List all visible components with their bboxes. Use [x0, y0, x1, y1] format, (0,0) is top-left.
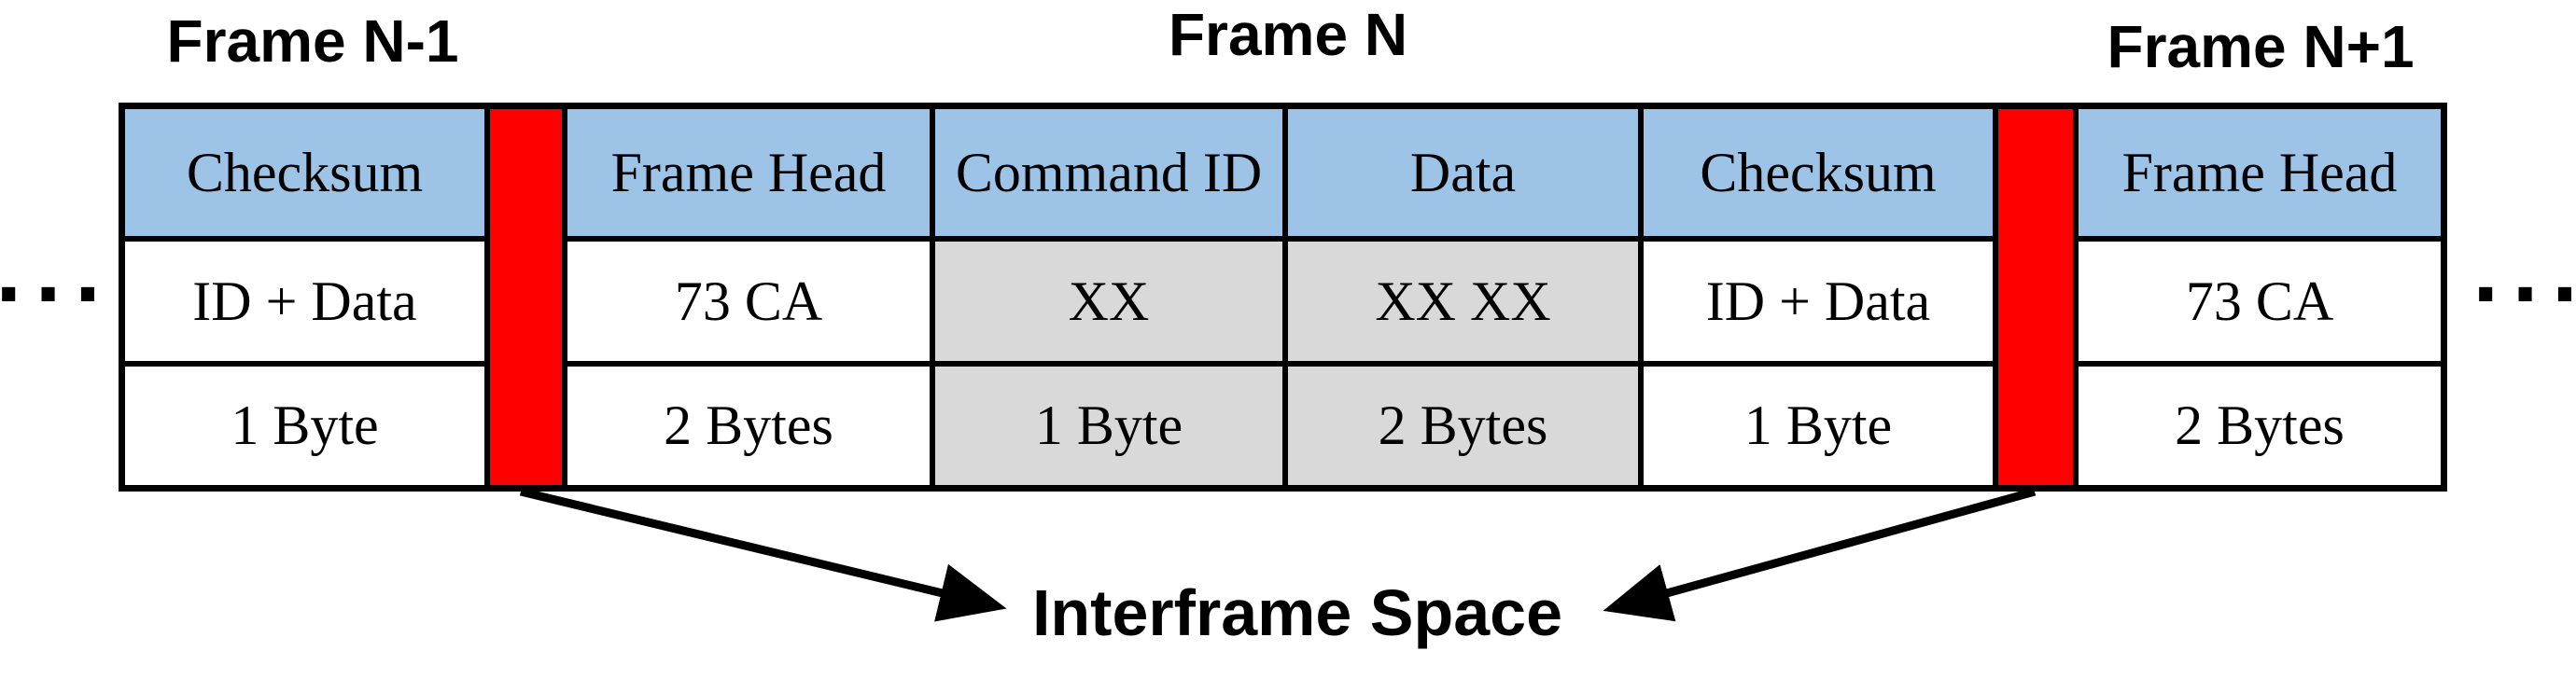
interframe-arrow-right-icon [1603, 487, 2037, 622]
field-value-frame-head: 73 CA [567, 242, 930, 361]
field-header-frame-head: Frame Head [567, 109, 930, 236]
interframe-space-label: Interframe Space [1031, 576, 1563, 649]
interframe-arrow-left-icon [519, 487, 1007, 622]
continuation-ellipsis-left-icon: ... [0, 232, 114, 319]
frame-label-n-minus-1: Frame N-1 [166, 7, 459, 75]
field-header-checksum-right: Checksum [1644, 109, 1993, 236]
interframe-gap-bar-right [1998, 109, 2073, 485]
field-size-checksum-right: 1 Byte [1644, 367, 1993, 485]
field-size-command-id: 1 Byte [935, 367, 1282, 485]
field-value-frame-head-next: 73 CA [2079, 242, 2441, 361]
field-value-checksum-right: ID + Data [1644, 242, 1993, 361]
field-size-frame-head-next: 2 Bytes [2079, 367, 2441, 485]
field-size-frame-head: 2 Bytes [567, 367, 930, 485]
field-header-command-id: Command ID [935, 109, 1282, 236]
frame-label-n: Frame N [1168, 1, 1408, 68]
field-value-checksum-left: ID + Data [125, 242, 484, 361]
interframe-gap-bar-left [490, 109, 562, 485]
frame-fields-table: Checksum ID + Data 1 Byte Frame Head 73 … [119, 103, 2447, 492]
field-size-data: 2 Bytes [1288, 367, 1638, 485]
field-value-command-id: XX [935, 242, 1282, 361]
field-size-checksum-left: 1 Byte [125, 367, 484, 485]
field-header-data: Data [1288, 109, 1638, 236]
field-header-frame-head-next: Frame Head [2079, 109, 2441, 236]
frame-label-n-plus-1: Frame N+1 [2107, 13, 2415, 80]
field-header-checksum-left: Checksum [125, 109, 484, 236]
field-value-data: XX XX [1288, 242, 1638, 361]
continuation-ellipsis-right-icon: ... [2471, 232, 2576, 319]
